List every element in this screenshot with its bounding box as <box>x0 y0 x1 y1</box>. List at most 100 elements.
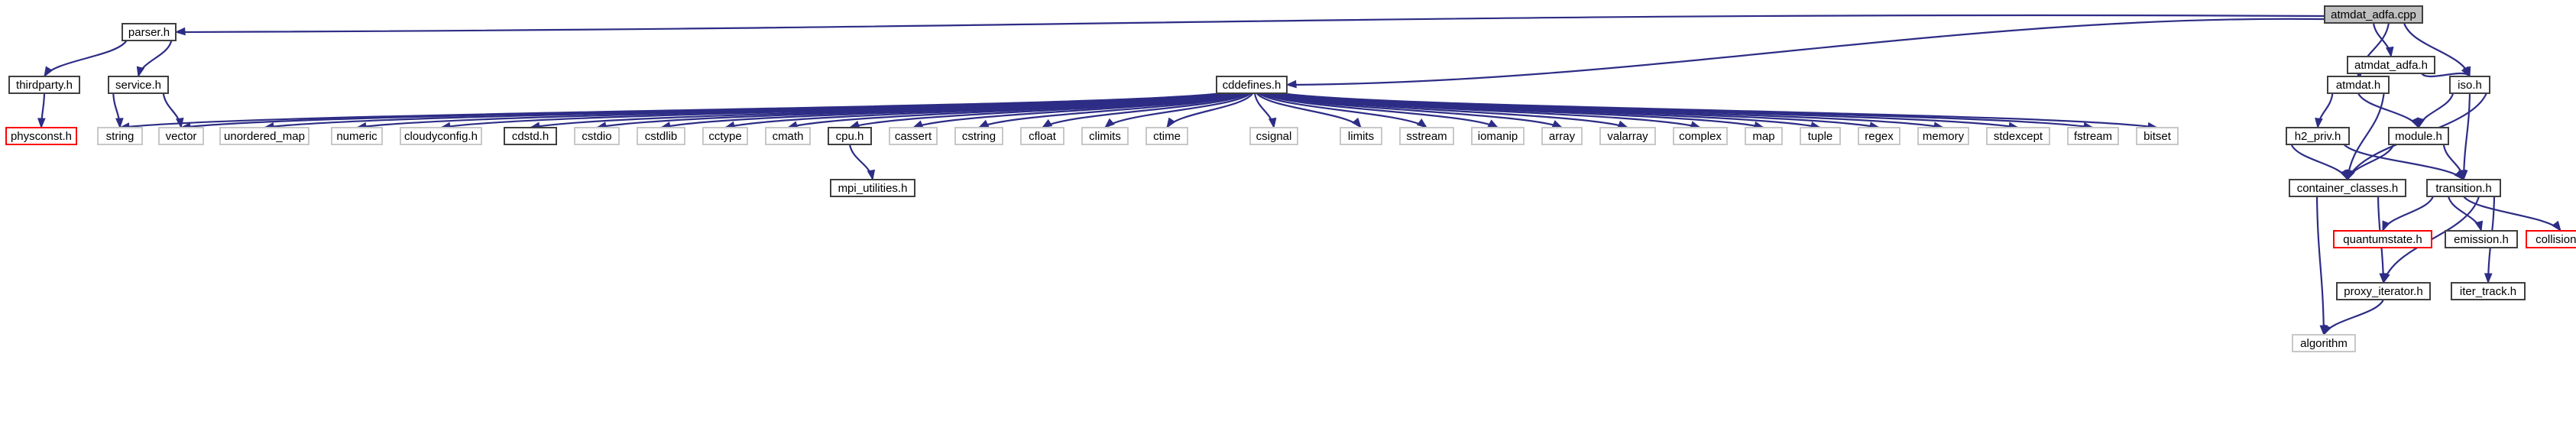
node-box-collision_h[interactable] <box>2526 230 2576 248</box>
node-box-cloudyconfig_h[interactable] <box>400 127 482 145</box>
node-box-iso_h[interactable] <box>2449 76 2490 94</box>
node-module_h[interactable]: module.h <box>2388 127 2449 145</box>
node-box-unordered_map[interactable] <box>219 127 309 145</box>
node-box-climits[interactable] <box>1081 127 1129 145</box>
node-box-csignal[interactable] <box>1249 127 1298 145</box>
node-cstdio[interactable]: cstdio <box>574 127 620 145</box>
node-box-bitset[interactable] <box>2136 127 2179 145</box>
node-box-mpi_utilities_h[interactable] <box>830 179 915 197</box>
node-box-stdexcept[interactable] <box>1986 127 2050 145</box>
node-parser_h[interactable]: parser.h <box>122 23 177 41</box>
node-complex[interactable]: complex <box>1673 127 1728 145</box>
node-string[interactable]: string <box>97 127 143 145</box>
node-box-cfloat[interactable] <box>1020 127 1064 145</box>
node-cddefines_h[interactable]: cddefines.h <box>1216 76 1288 94</box>
node-iso_h[interactable]: iso.h <box>2449 76 2490 94</box>
node-box-physconst_h[interactable] <box>5 127 77 145</box>
node-box-cpu_h[interactable] <box>828 127 872 145</box>
node-quantumstate_h[interactable]: quantumstate.h <box>2333 230 2432 248</box>
node-cctype[interactable]: cctype <box>702 127 748 145</box>
node-algorithm[interactable]: algorithm <box>2292 334 2356 352</box>
node-box-cstdio[interactable] <box>574 127 620 145</box>
node-regex[interactable]: regex <box>1858 127 1900 145</box>
node-csignal[interactable]: csignal <box>1249 127 1298 145</box>
node-box-vector[interactable] <box>158 127 204 145</box>
node-box-map[interactable] <box>1745 127 1783 145</box>
node-box-sstream[interactable] <box>1399 127 1454 145</box>
node-cdstd_h[interactable]: cdstd.h <box>504 127 557 145</box>
node-valarray[interactable]: valarray <box>1599 127 1656 145</box>
node-box-cmath[interactable] <box>765 127 811 145</box>
node-box-tuple[interactable] <box>1800 127 1841 145</box>
node-box-thirdparty_h[interactable] <box>8 76 80 94</box>
node-box-proxy_iterator_h[interactable] <box>2336 282 2431 300</box>
node-box-string[interactable] <box>97 127 143 145</box>
node-cstdlib[interactable]: cstdlib <box>637 127 685 145</box>
node-array[interactable]: array <box>1541 127 1583 145</box>
node-box-service_h[interactable] <box>108 76 169 94</box>
node-box-cassert[interactable] <box>889 127 938 145</box>
node-mpi_utilities_h[interactable]: mpi_utilities.h <box>830 179 915 197</box>
node-cfloat[interactable]: cfloat <box>1020 127 1064 145</box>
node-proxy_iterator_h[interactable]: proxy_iterator.h <box>2336 282 2431 300</box>
node-cstring[interactable]: cstring <box>954 127 1003 145</box>
node-thirdparty_h[interactable]: thirdparty.h <box>8 76 80 94</box>
node-iomanip[interactable]: iomanip <box>1471 127 1525 145</box>
node-box-ctime[interactable] <box>1145 127 1188 145</box>
node-transition_h[interactable]: transition.h <box>2426 179 2501 197</box>
node-memory[interactable]: memory <box>1917 127 1969 145</box>
node-climits[interactable]: climits <box>1081 127 1129 145</box>
node-stdexcept[interactable]: stdexcept <box>1986 127 2050 145</box>
node-numeric[interactable]: numeric <box>331 127 383 145</box>
node-bitset[interactable]: bitset <box>2136 127 2179 145</box>
node-limits[interactable]: limits <box>1340 127 1382 145</box>
node-box-quantumstate_h[interactable] <box>2333 230 2432 248</box>
node-box-complex[interactable] <box>1673 127 1728 145</box>
node-box-array[interactable] <box>1541 127 1583 145</box>
node-box-valarray[interactable] <box>1599 127 1656 145</box>
node-box-module_h[interactable] <box>2388 127 2449 145</box>
node-box-iomanip[interactable] <box>1471 127 1525 145</box>
node-box-parser_h[interactable] <box>122 23 177 41</box>
node-cmath[interactable]: cmath <box>765 127 811 145</box>
node-box-iter_track_h[interactable] <box>2451 282 2526 300</box>
node-map[interactable]: map <box>1745 127 1783 145</box>
node-iter_track_h[interactable]: iter_track.h <box>2451 282 2526 300</box>
node-cpu_h[interactable]: cpu.h <box>828 127 872 145</box>
node-emission_h[interactable]: emission.h <box>2445 230 2518 248</box>
node-vector[interactable]: vector <box>158 127 204 145</box>
node-ctime[interactable]: ctime <box>1145 127 1188 145</box>
node-atmdat_h[interactable]: atmdat.h <box>2327 76 2390 94</box>
node-atmdat_adfa_h[interactable]: atmdat_adfa.h <box>2347 56 2435 74</box>
node-h2_priv_h[interactable]: h2_priv.h <box>2286 127 2350 145</box>
node-atmdat_adfa_cpp[interactable]: atmdat_adfa.cpp <box>2324 5 2423 24</box>
node-box-cstring[interactable] <box>954 127 1003 145</box>
node-container_classes_h[interactable]: container_classes.h <box>2289 179 2406 197</box>
node-box-h2_priv_h[interactable] <box>2286 127 2350 145</box>
node-box-numeric[interactable] <box>331 127 383 145</box>
node-tuple[interactable]: tuple <box>1800 127 1841 145</box>
node-box-fstream[interactable] <box>2067 127 2119 145</box>
node-fstream[interactable]: fstream <box>2067 127 2119 145</box>
node-service_h[interactable]: service.h <box>108 76 169 94</box>
node-box-cddefines_h[interactable] <box>1216 76 1288 94</box>
node-box-cctype[interactable] <box>702 127 748 145</box>
node-box-cdstd_h[interactable] <box>504 127 557 145</box>
node-box-atmdat_adfa_cpp[interactable] <box>2324 5 2423 24</box>
node-box-algorithm[interactable] <box>2292 334 2356 352</box>
node-box-container_classes_h[interactable] <box>2289 179 2406 197</box>
node-box-memory[interactable] <box>1917 127 1969 145</box>
node-unordered_map[interactable]: unordered_map <box>219 127 309 145</box>
node-box-cstdlib[interactable] <box>637 127 685 145</box>
node-box-transition_h[interactable] <box>2426 179 2501 197</box>
node-box-atmdat_h[interactable] <box>2327 76 2390 94</box>
node-sstream[interactable]: sstream <box>1399 127 1454 145</box>
node-collision_h[interactable]: collision.h <box>2526 230 2576 248</box>
node-box-regex[interactable] <box>1858 127 1900 145</box>
node-box-atmdat_adfa_h[interactable] <box>2347 56 2435 74</box>
node-box-limits[interactable] <box>1340 127 1382 145</box>
node-cassert[interactable]: cassert <box>889 127 938 145</box>
node-physconst_h[interactable]: physconst.h <box>5 127 77 145</box>
node-box-emission_h[interactable] <box>2445 230 2518 248</box>
node-cloudyconfig_h[interactable]: cloudyconfig.h <box>400 127 482 145</box>
